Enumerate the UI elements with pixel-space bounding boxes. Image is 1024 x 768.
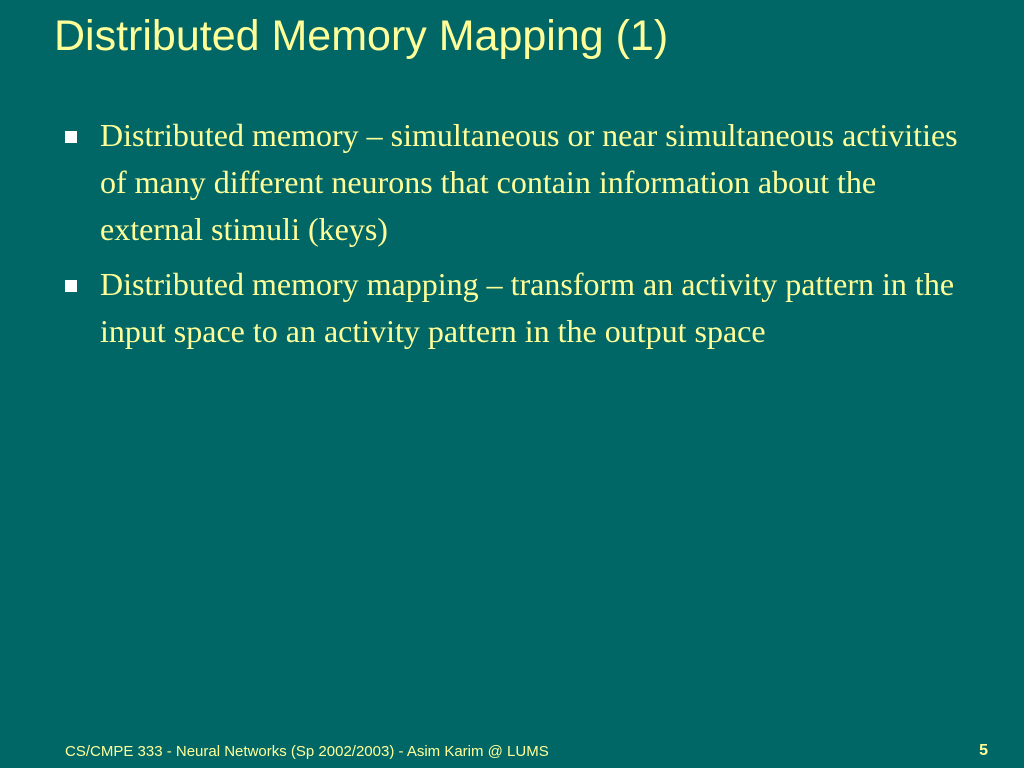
square-bullet-icon (65, 280, 77, 292)
bullet-item-distributed-memory: Distributed memory – simultaneous or nea… (62, 112, 972, 253)
bullet-text: Distributed memory – simultaneous or nea… (100, 117, 958, 247)
square-bullet-icon (65, 131, 77, 143)
bullet-text: Distributed memory mapping – transform a… (100, 266, 955, 349)
page-number: 5 (979, 742, 988, 759)
slide-title: Distributed Memory Mapping (1) (54, 12, 669, 60)
bullet-list: Distributed memory – simultaneous or nea… (62, 112, 972, 363)
bullet-item-distributed-memory-mapping: Distributed memory mapping – transform a… (62, 261, 972, 355)
slide-footer: CS/CMPE 333 - Neural Networks (Sp 2002/2… (65, 743, 549, 760)
